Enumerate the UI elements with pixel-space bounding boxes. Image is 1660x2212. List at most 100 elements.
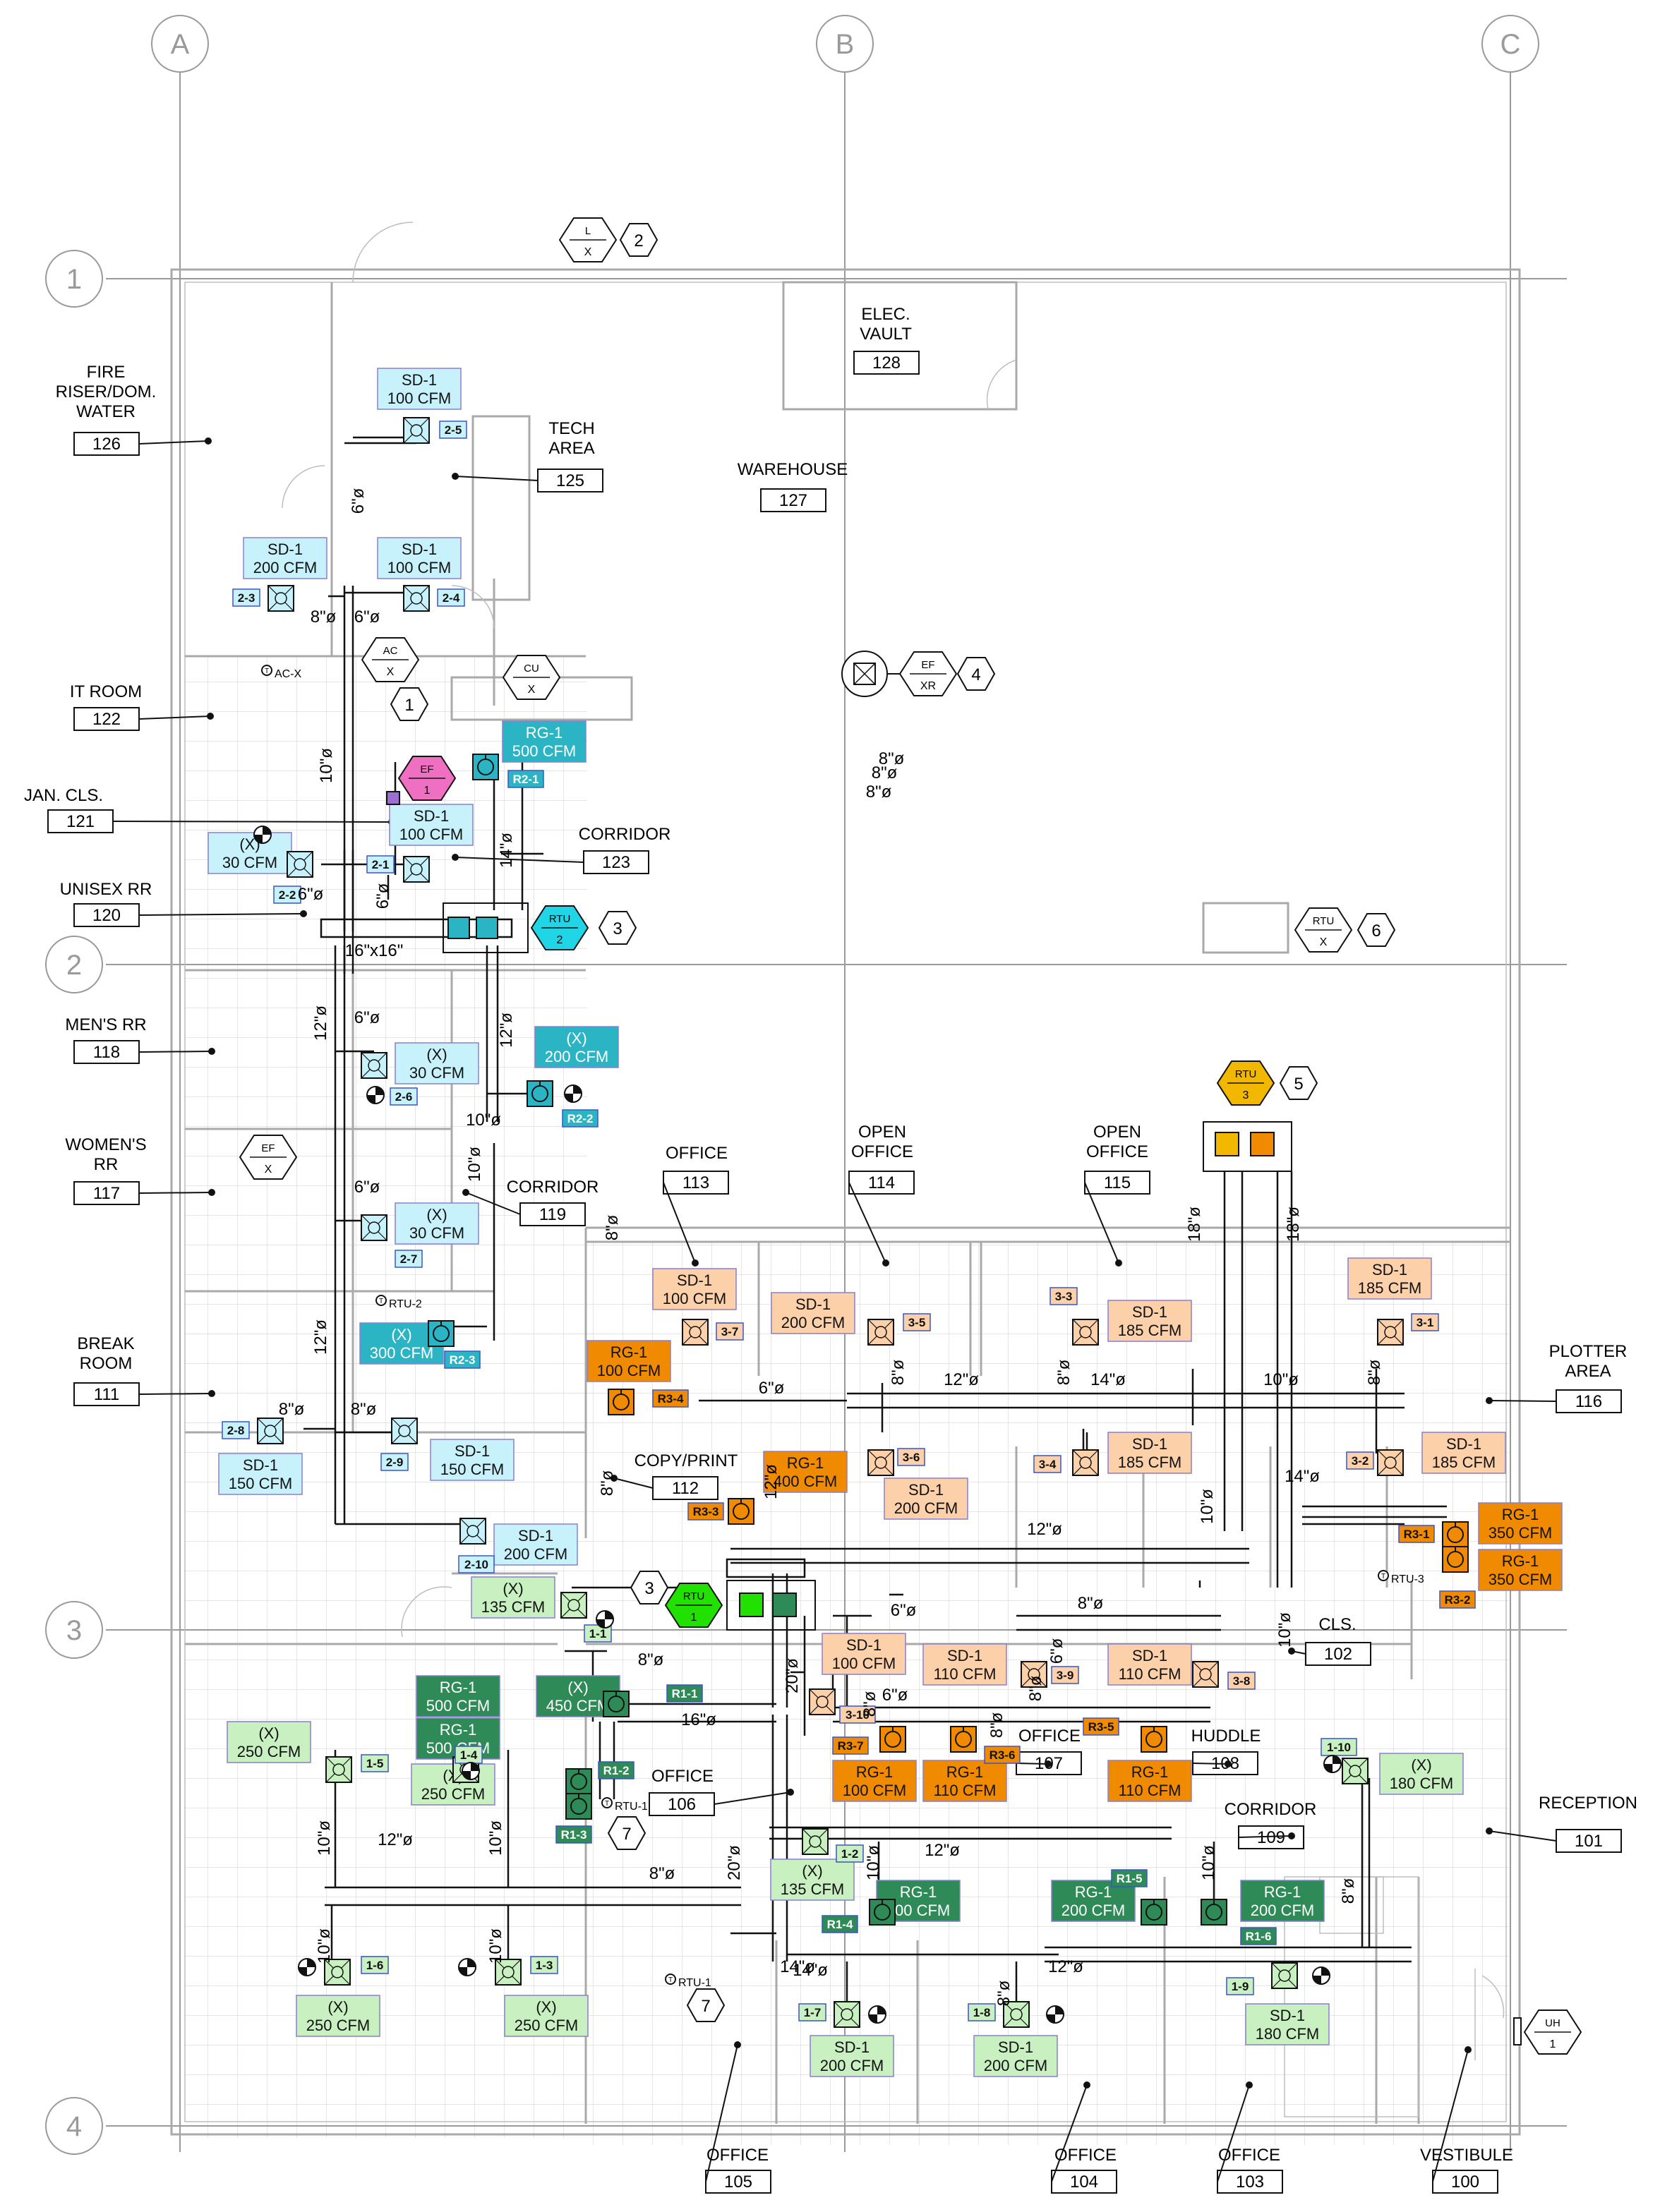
svg-text:AC: AC [383, 645, 398, 657]
svg-text:R1-4: R1-4 [827, 1918, 853, 1931]
air-device-label: (X)250 CFM [227, 1721, 311, 1763]
supply-diffuser-icon [361, 1052, 387, 1079]
supply-diffuser-icon [802, 1828, 829, 1855]
grid-column-a-bubble: A [151, 15, 209, 73]
unit-heater-icon [1513, 2017, 1522, 2045]
svg-text:SD-1: SD-1 [677, 1271, 712, 1289]
room-number: 105 [724, 2172, 752, 2192]
supply-diffuser-icon [682, 1319, 709, 1346]
duct-size-label: 8"ø [987, 1712, 1006, 1738]
air-device-tag: 3-2 [1346, 1451, 1374, 1470]
air-device-label: (X)300 CFM [359, 1322, 444, 1365]
air-device-tag: R2-1 [507, 770, 544, 788]
air-device-tag: R3-5 [1083, 1717, 1119, 1736]
air-device-tag: 3-8 [1227, 1672, 1256, 1690]
room-name-line: CORRIDOR [579, 825, 671, 844]
duct-size-label: 8"ø [1078, 1594, 1104, 1613]
supply-diffuser-icon [257, 1418, 284, 1444]
svg-text:SD-1: SD-1 [1132, 1435, 1167, 1453]
svg-text:XR: XR [920, 680, 936, 692]
room-number: 127 [779, 491, 807, 510]
air-device-tag: R1-3 [555, 1825, 592, 1844]
svg-text:200 CFM: 200 CFM [253, 559, 317, 576]
svg-text:100 CFM: 100 CFM [399, 826, 463, 843]
grid-bubbles: A B C 1 2 3 4 [45, 15, 1539, 2155]
air-device-tag: R3-6 [984, 1746, 1021, 1764]
duct-size-label: 8"ø [889, 1359, 908, 1385]
room-name-line: AREA [1565, 1362, 1611, 1381]
svg-text:RTU-3: RTU-3 [1391, 1573, 1424, 1585]
svg-text:RG-1: RG-1 [946, 1763, 984, 1781]
svg-text:450 CFM: 450 CFM [546, 1697, 610, 1715]
supply-diffuser-icon [403, 856, 430, 883]
supply-diffuser-icon [1342, 1758, 1369, 1784]
room-number: 117 [93, 1184, 120, 1203]
svg-text:RG-1: RG-1 [900, 1883, 937, 1901]
svg-text:3-4: 3-4 [1039, 1458, 1057, 1471]
svg-text:250 CFM: 250 CFM [306, 2017, 370, 2034]
duct-size-label: 6"ø [349, 488, 368, 514]
keynote-4: 4 [956, 657, 996, 691]
svg-text:R1-2: R1-2 [603, 1764, 630, 1777]
duct-size-label: 8"ø [866, 782, 892, 802]
svg-text:RTU: RTU [1313, 915, 1335, 927]
svg-text:T: T [605, 1800, 609, 1808]
keynote-7: 7 [607, 1816, 646, 1850]
svg-text:200 CFM: 200 CFM [545, 1048, 608, 1065]
svg-text:EF: EF [921, 659, 934, 671]
air-device-label: (X)30 CFM [395, 1042, 479, 1084]
air-device-tag: 2-10 [458, 1555, 495, 1573]
supply-diffuser-icon [867, 1449, 894, 1476]
svg-text:R3-3: R3-3 [693, 1505, 719, 1518]
duct-size-label: 8"ø [279, 1400, 305, 1419]
keynote-2: 2 [619, 223, 658, 257]
duct-size-label: 6"ø [1047, 1638, 1066, 1664]
return-grille-icon [1141, 1726, 1167, 1753]
svg-text:200 CFM: 200 CFM [1251, 1902, 1314, 1919]
supply-diffuser-icon [267, 585, 294, 612]
duct-size-label: 10"ø [315, 1820, 334, 1856]
sensor-icon [366, 1086, 385, 1104]
return-grille-icon [527, 1080, 553, 1107]
svg-text:SD-1: SD-1 [1372, 1261, 1407, 1279]
equipment-ef-x: EFX [239, 1135, 298, 1180]
svg-text:110 CFM: 110 CFM [934, 1782, 997, 1799]
svg-text:300 CFM: 300 CFM [370, 1344, 433, 1362]
equipment-uh-1: UH1 [1523, 2009, 1582, 2055]
air-device-tag: R1-2 [598, 1761, 634, 1779]
svg-text:185 CFM: 185 CFM [1432, 1453, 1496, 1471]
rtu-units [443, 902, 1292, 1631]
svg-text:100 CFM: 100 CFM [597, 1362, 661, 1379]
room-name-line: RR [94, 1155, 119, 1174]
svg-text:2-10: 2-10 [464, 1558, 488, 1571]
room-number: 109 [1257, 1828, 1285, 1847]
equipment-cu-x: CUX [502, 655, 561, 700]
room-name-line: OFFICE [1218, 2146, 1280, 2165]
room-name-line: OFFICE [1054, 2146, 1117, 2165]
svg-text:200 CFM: 200 CFM [504, 1545, 567, 1563]
air-device-tag: 3-1 [1411, 1313, 1439, 1331]
svg-text:RG-1: RG-1 [856, 1763, 894, 1781]
keynote-1: 1 [390, 687, 429, 721]
